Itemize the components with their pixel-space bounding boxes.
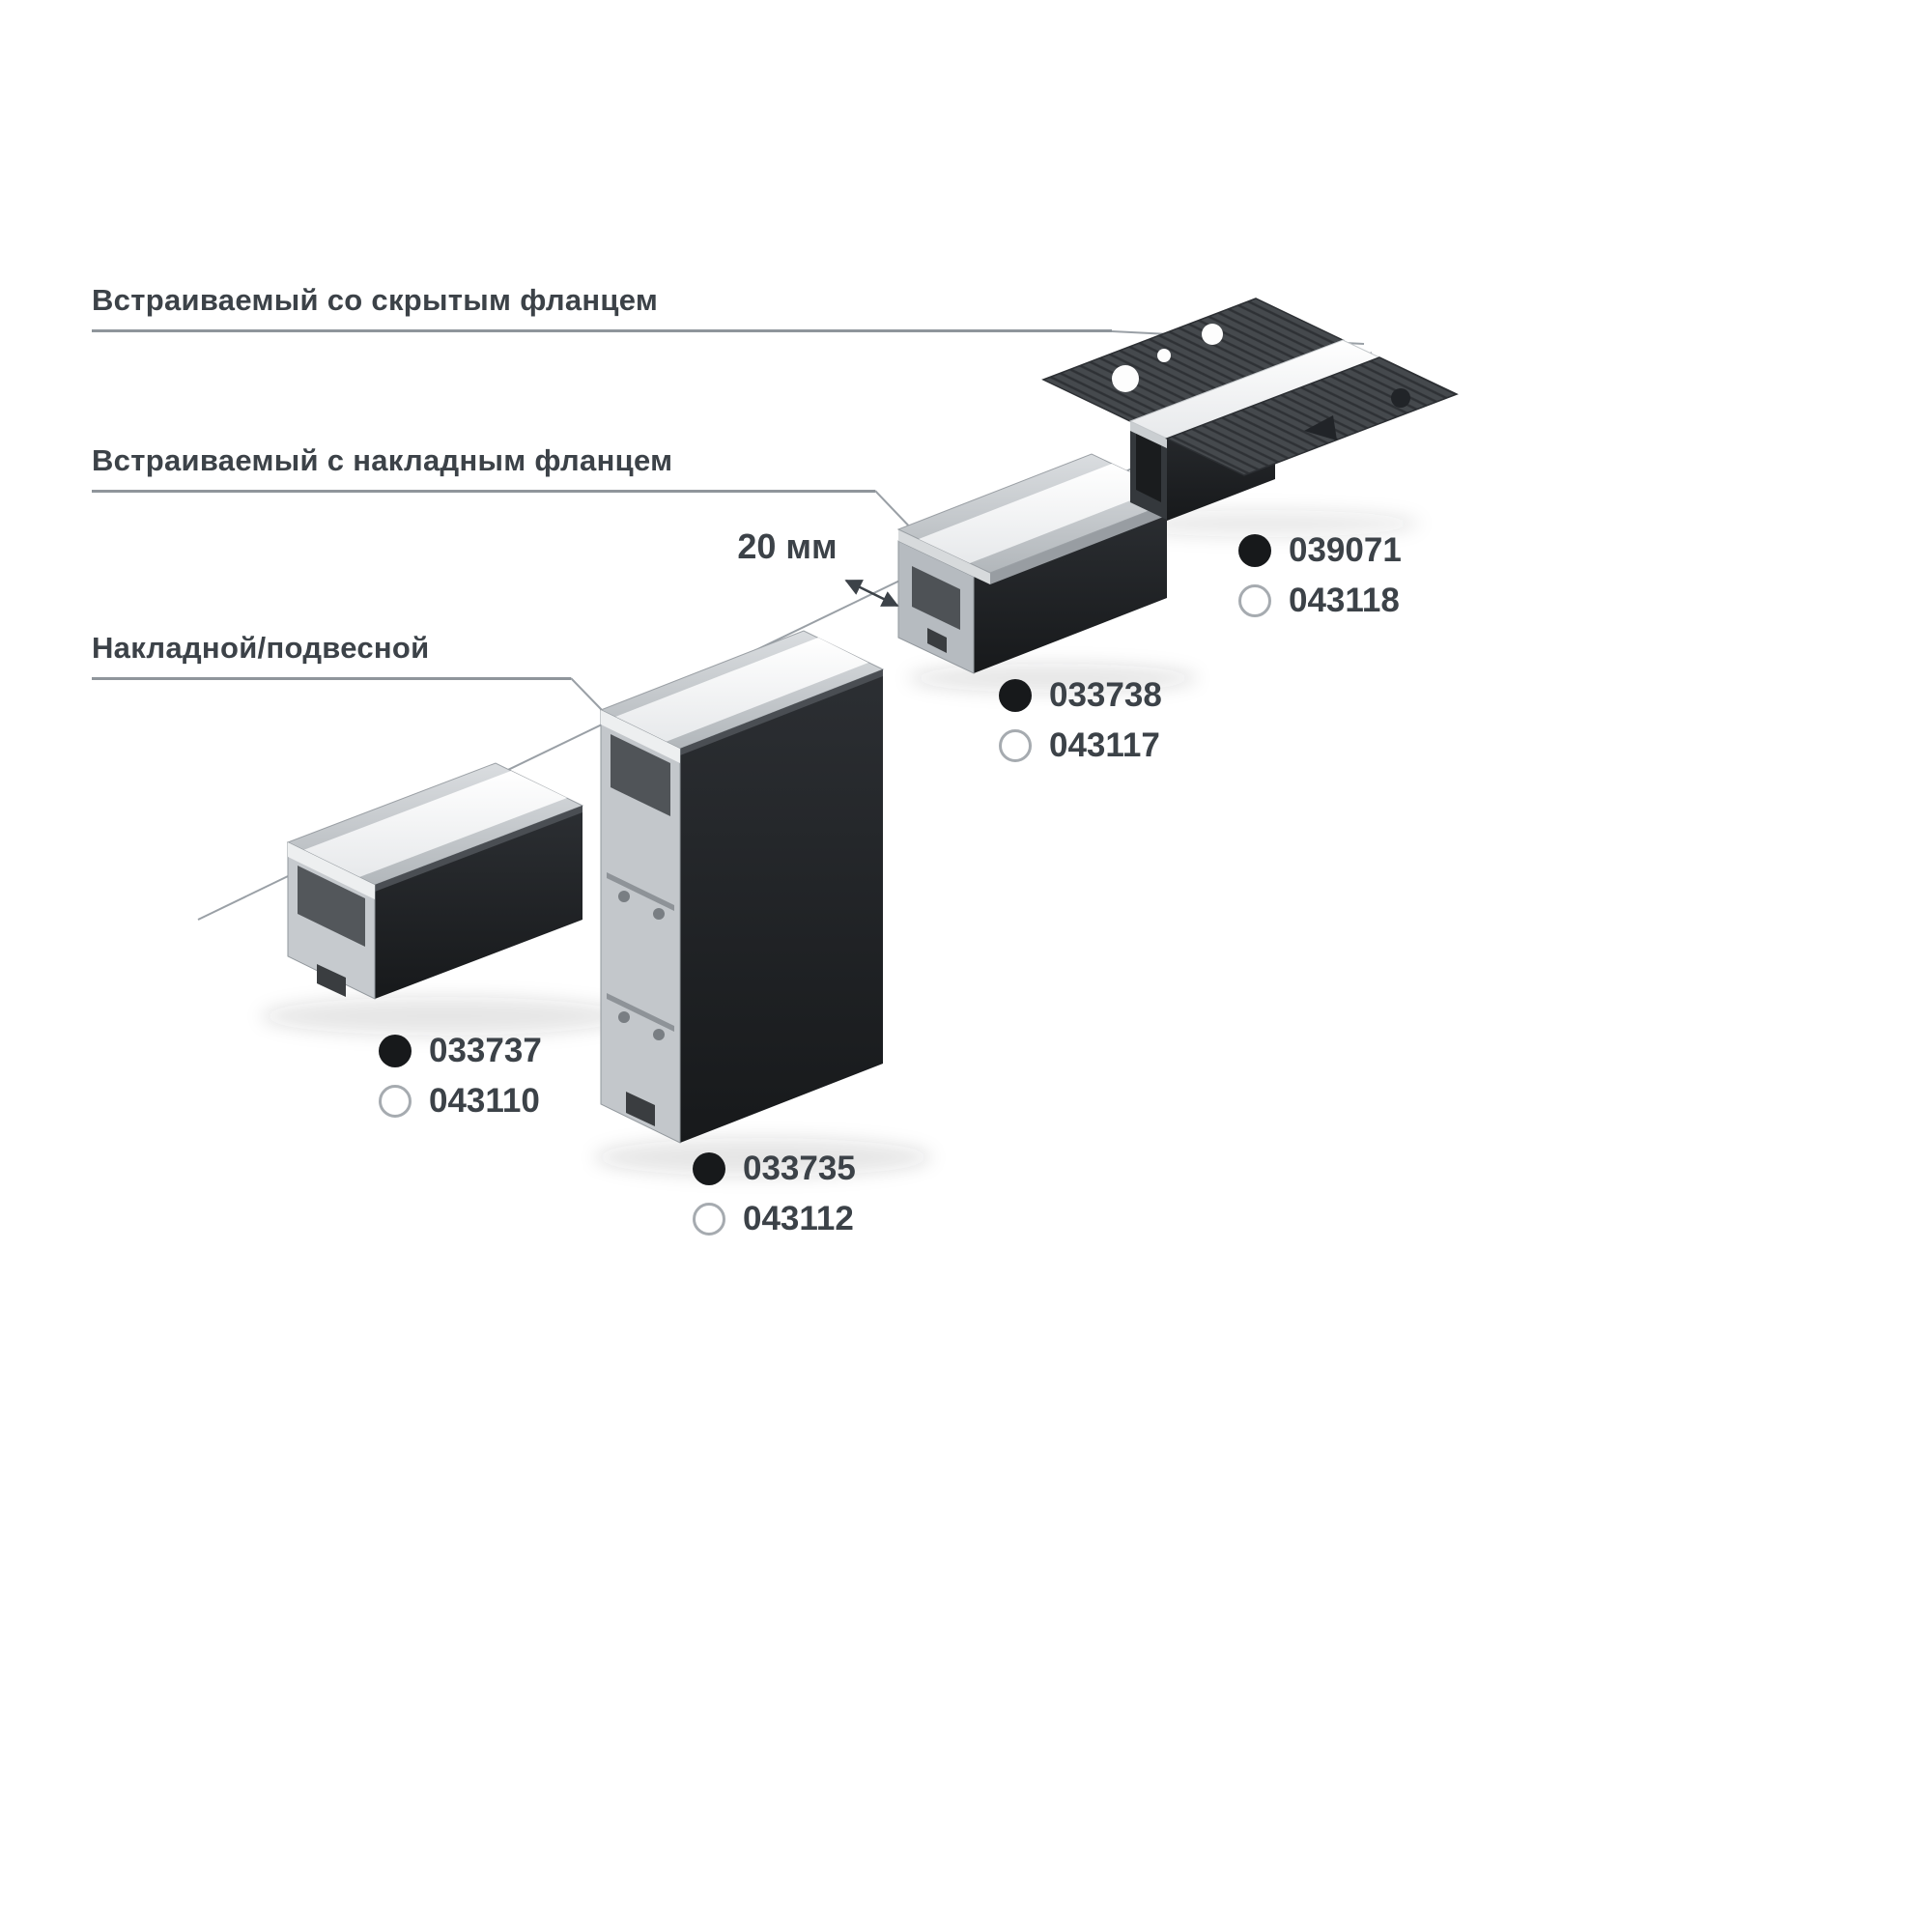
profile-flange-end-edge xyxy=(898,529,990,584)
product-code: 033738 xyxy=(1049,676,1162,714)
code-row-white: 043117 xyxy=(999,728,1162,763)
profile-small-edge-highlight xyxy=(375,806,582,892)
connector-surface-suspended xyxy=(570,677,603,711)
profile-flange-mount-slot xyxy=(927,628,947,653)
shadow-hidden xyxy=(1111,510,1420,537)
dimension-label-20mm: 20 мм xyxy=(737,526,838,566)
profile-tall-mount-slot xyxy=(626,1092,655,1126)
profile-tall-screw-boss-2 xyxy=(653,908,665,920)
product-code: 043118 xyxy=(1289,582,1400,619)
white-variant-dot xyxy=(379,1085,412,1118)
product-code: 043112 xyxy=(743,1200,854,1237)
dimension-arrow-20mm xyxy=(844,579,899,608)
black-variant-dot xyxy=(999,679,1032,712)
code-row-white: 043112 xyxy=(693,1202,856,1236)
code-row-black: 033738 xyxy=(999,678,1162,713)
code-row-black: 039071 xyxy=(1238,533,1402,568)
profile-small-diffuser-edge xyxy=(288,842,375,899)
profile-small-led-cavity xyxy=(298,866,365,947)
profile-flange-led-cavity xyxy=(912,566,960,630)
code-row-black: 033737 xyxy=(379,1034,542,1068)
profile-tall-diffuser-edge xyxy=(601,710,680,763)
profile-surface-tall xyxy=(599,630,885,1144)
profile-recessed-flange xyxy=(896,453,1185,674)
panel-cutout-circle-2 xyxy=(1202,324,1223,345)
black-variant-dot xyxy=(1238,534,1271,567)
panel-cutout-circle-4 xyxy=(1391,388,1410,408)
product-code: 039071 xyxy=(1289,531,1402,569)
product-code: 033737 xyxy=(429,1032,542,1069)
profile-flange-diffuser xyxy=(919,464,1163,563)
profile-tall-rib-2 xyxy=(607,993,674,1032)
profile-recessed-hidden xyxy=(1041,298,1459,521)
shadow-tall xyxy=(594,1138,932,1177)
product-code: 033735 xyxy=(743,1150,856,1187)
profile-tall-body-front xyxy=(680,669,883,1143)
code-row-white: 043118 xyxy=(1238,583,1402,618)
label-recessed-surface-flange: Встраиваемый с накладным фланцем xyxy=(92,442,875,493)
codes-surface-tall: 033735 043112 xyxy=(693,1151,856,1236)
white-variant-dot xyxy=(1238,584,1271,617)
panel-cutout-triangle xyxy=(1304,415,1337,440)
black-variant-dot xyxy=(693,1152,725,1185)
profile-hidden-flange-edge xyxy=(1130,421,1167,448)
profile-tall-diffuser xyxy=(615,638,868,742)
profile-tall-edge-highlight xyxy=(680,669,883,755)
codes-recessed-flange: 033738 043117 xyxy=(999,678,1162,763)
profile-tall-led-cavity xyxy=(611,734,670,816)
ceiling-panel-front xyxy=(1165,356,1459,476)
profile-tall-screw-boss-4 xyxy=(653,1029,665,1040)
black-variant-dot xyxy=(379,1035,412,1067)
shadow-flange xyxy=(908,664,1198,693)
label-recessed-hidden-flange: Встраиваемый со скрытым фланцем xyxy=(92,282,1112,332)
white-variant-dot xyxy=(999,729,1032,762)
profile-small-body-front xyxy=(375,806,582,999)
profile-tall-rib-1 xyxy=(607,872,674,911)
profile-tall-screw-boss-3 xyxy=(618,1011,630,1023)
codes-surface-small: 033737 043110 xyxy=(379,1034,542,1119)
profile-tall-screw-boss-1 xyxy=(618,891,630,902)
profile-small-mount-slot xyxy=(317,964,346,997)
white-variant-dot xyxy=(693,1203,725,1236)
code-row-white: 043110 xyxy=(379,1084,542,1119)
code-row-black: 033735 xyxy=(693,1151,856,1186)
profile-surface-small xyxy=(286,762,584,1000)
product-code: 043110 xyxy=(429,1082,540,1120)
profile-flange-body-front xyxy=(974,501,1167,673)
codes-recessed-hidden: 039071 043118 xyxy=(1238,533,1402,618)
label-surface-suspended: Накладной/подвесной xyxy=(92,630,571,680)
profile-flange-front-lip xyxy=(990,497,1183,584)
panel-cutout-circle-1 xyxy=(1112,365,1139,392)
panel-cutout-circle-3 xyxy=(1157,349,1171,362)
product-code: 043117 xyxy=(1049,726,1160,764)
shadow-small xyxy=(261,997,628,1036)
shadows xyxy=(261,510,1420,1177)
profile-small-diffuser xyxy=(303,771,567,877)
profile-hidden-cavity xyxy=(1136,432,1161,502)
